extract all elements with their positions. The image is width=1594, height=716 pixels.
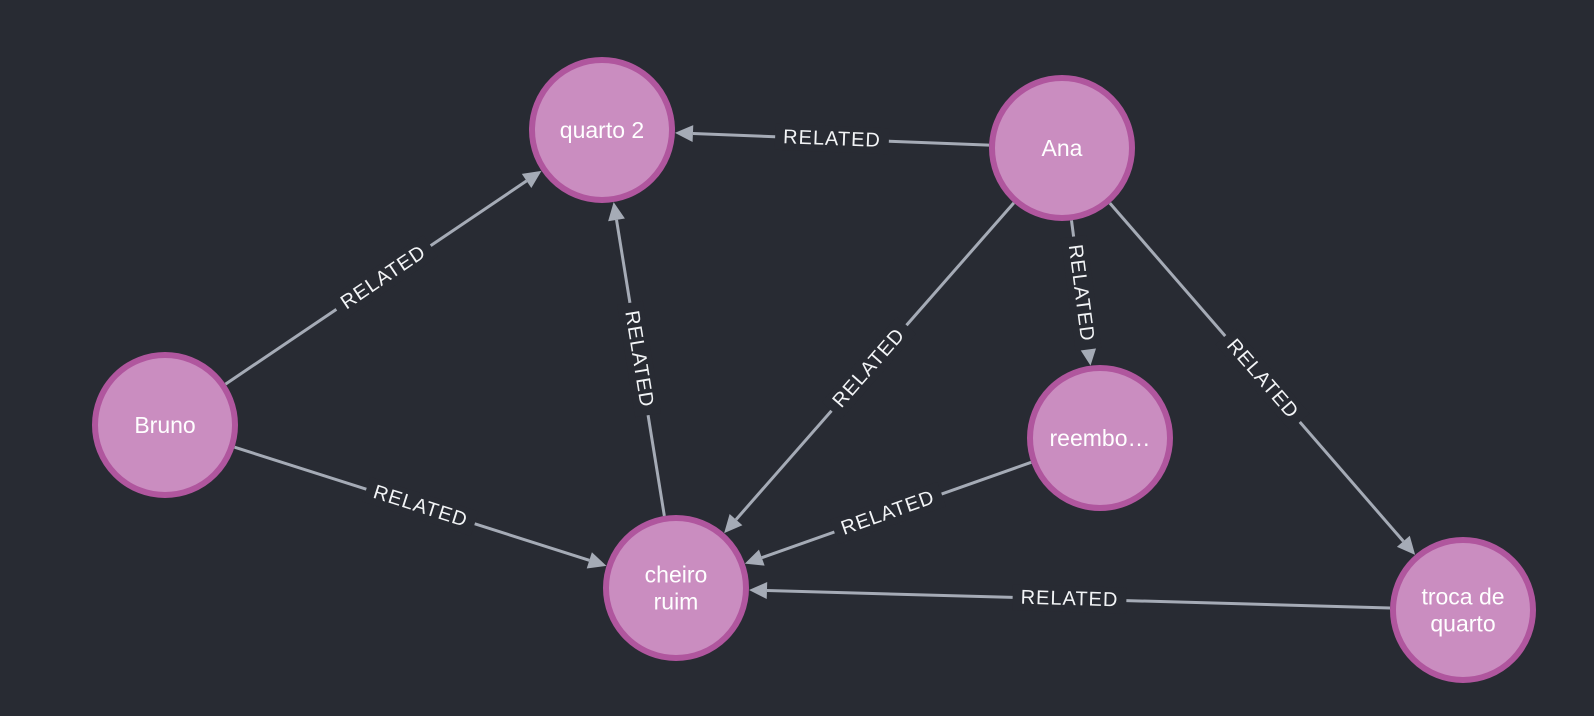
graph-node-ana[interactable]: Ana: [989, 75, 1135, 221]
edge-label-gap: [1215, 327, 1310, 431]
node-caption: quarto 2: [560, 117, 644, 143]
edge-label[interactable]: RELATED: [362, 476, 479, 537]
edge-label-gap: [362, 476, 479, 537]
arrowhead-icon: [1079, 346, 1097, 366]
edge-label[interactable]: RELATED: [830, 481, 946, 545]
edge-label[interactable]: RELATED: [1215, 327, 1310, 431]
arrowhead-icon: [586, 552, 607, 569]
arrowhead-icon: [748, 582, 768, 600]
edge-label[interactable]: RELATED: [1060, 234, 1102, 352]
edge-label-gap: [830, 481, 946, 545]
node-circle: [989, 75, 1135, 221]
edge-label-text: RELATED: [337, 241, 430, 314]
edge-label-gap: [821, 316, 917, 420]
node-circle: [529, 57, 675, 203]
edge-label-gap: [774, 123, 890, 155]
arrowhead-icon: [608, 202, 625, 222]
edge-label-gap: [1060, 234, 1102, 352]
node-caption: ruim: [654, 589, 699, 615]
arrowhead-icon: [521, 170, 542, 188]
arrowhead-icon: [724, 513, 743, 534]
node-caption: cheiro: [645, 562, 708, 588]
edge-label-gap: [617, 300, 661, 418]
node-caption: troca de: [1421, 584, 1504, 610]
edge-label[interactable]: RELATED: [1012, 584, 1127, 614]
arrowhead-icon: [1396, 535, 1416, 555]
graph-node-quarto2[interactable]: quarto 2: [529, 57, 675, 203]
edge-label-text: RELATED: [1020, 587, 1118, 612]
edge-label[interactable]: RELATED: [617, 300, 661, 418]
edge-label[interactable]: RELATED: [774, 123, 890, 155]
edge-label-gap: [1012, 584, 1127, 614]
node-circle: [1027, 365, 1173, 511]
node-caption: quarto: [1430, 611, 1495, 637]
edge-label-text: RELATED: [371, 481, 471, 532]
edge-label-gap: [329, 234, 438, 321]
node-circle: [1390, 537, 1536, 683]
edge-label-text: RELATED: [828, 324, 909, 412]
edge-label-text: RELATED: [783, 126, 882, 152]
node-circle: [92, 352, 238, 498]
node-caption: Ana: [1042, 135, 1083, 161]
node-caption: reembo…: [1050, 425, 1151, 451]
arrowhead-icon: [674, 125, 694, 143]
graph-node-reembolso[interactable]: reembo…: [1027, 365, 1173, 511]
edge-label[interactable]: RELATED: [329, 234, 438, 321]
edge-label-text: RELATED: [1222, 335, 1303, 423]
edge-label[interactable]: RELATED: [821, 316, 917, 420]
node-caption: Bruno: [134, 412, 195, 438]
arrowhead-icon: [744, 549, 765, 566]
node-circle: [603, 515, 749, 661]
graph-node-bruno[interactable]: Bruno: [92, 352, 238, 498]
edge-labels-layer: RELATED RELATED RELATED RELATED RELATED RELAT…: [329, 123, 1310, 614]
